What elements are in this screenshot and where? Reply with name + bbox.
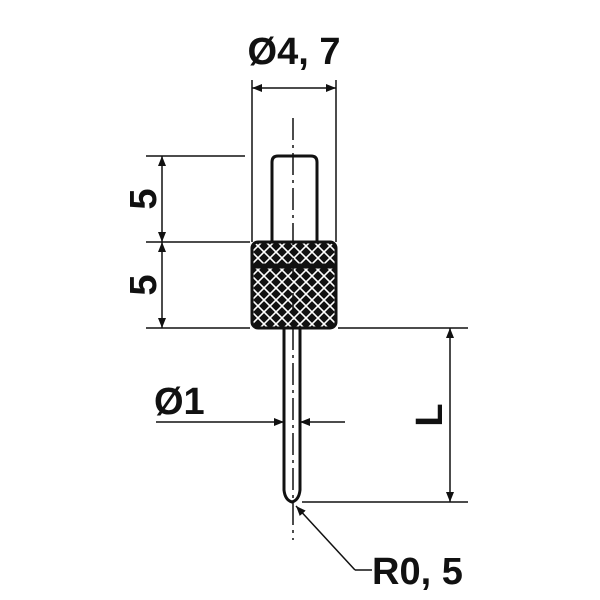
knurl-length-label: 5 [123,274,165,295]
length-dimensions: 5 5 [123,155,250,329]
knurled-collar [250,240,338,330]
stylus-diameter-label: Ø1 [154,381,205,423]
upper-length-label: 5 [123,188,165,209]
stylus-diameter-dimension: Ø1 [154,381,345,426]
shank-diameter-dimension: Ø4, 7 [248,31,341,242]
stylus-length-dimension: L [302,327,468,503]
part-body [250,154,338,504]
upper-shank [270,154,319,242]
stylus [282,328,302,504]
tip-radius-label: R0, 5 [372,551,463,593]
tip-radius-dimension: R0, 5 [295,505,463,593]
stylus-length-label: L [409,403,451,426]
shank-diameter-label: Ø4, 7 [248,31,341,73]
